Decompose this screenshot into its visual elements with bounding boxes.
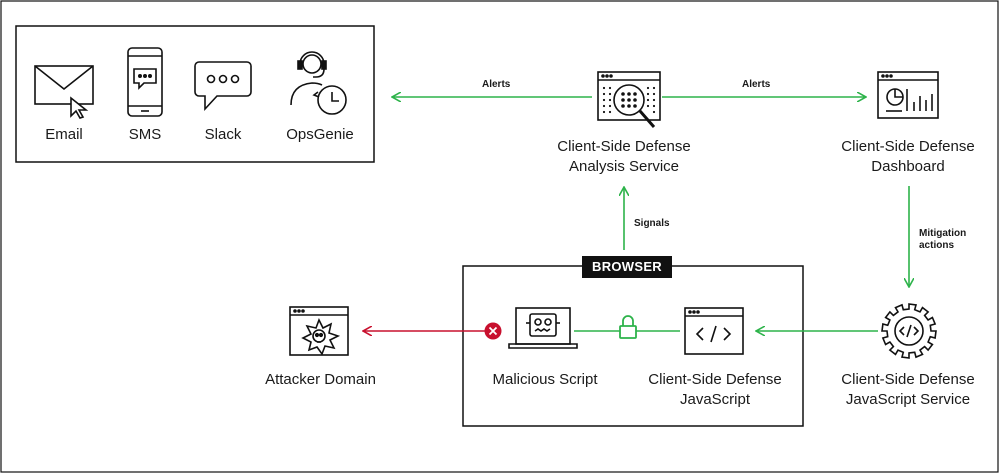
channel-slack-label: Slack [204, 126, 242, 143]
csd-js-service-title: Client-Side Defense JavaScript Service [818, 370, 998, 410]
csd-js-line1: Client-Side Defense [648, 371, 782, 388]
blocked-x-icon [484, 322, 502, 340]
dashboard-chart-icon [877, 71, 939, 119]
channel-email-label: Email [45, 126, 83, 143]
analysis-magnifier-icon [597, 71, 661, 128]
code-gear-icon [881, 303, 937, 359]
alerts-right-label: Alerts [742, 79, 771, 90]
mitigation-label: Mitigation actions [919, 228, 966, 252]
alerts-left-label: Alerts [482, 79, 511, 90]
csd-js-line2: JavaScript [679, 391, 751, 408]
chat-bubble-icon [194, 61, 252, 112]
notification-channels-box [15, 25, 375, 163]
dashboard-line2: Dashboard [871, 158, 945, 175]
attacker-domain-label: Attacker Domain [265, 371, 376, 388]
channel-opsgenie-label: OpsGenie [286, 126, 354, 143]
channel-sms-label: SMS [128, 126, 162, 143]
mitigation-line1: Mitigation [919, 228, 967, 239]
robot-laptop-icon [508, 307, 578, 349]
code-window-icon [684, 307, 744, 355]
csd-javascript-title: Client-Side Defense JavaScript [625, 370, 805, 410]
phone-icon [127, 47, 163, 117]
analysis-service-title: Client-Side Defense Analysis Service [534, 137, 714, 177]
browser-title: BROWSER [582, 256, 672, 278]
lock-icon [619, 315, 637, 339]
envelope-icon [34, 65, 94, 119]
mitigation-line2: actions [919, 240, 955, 251]
signals-label: Signals [634, 218, 670, 229]
dashboard-line1: Client-Side Defense [841, 138, 975, 155]
dashboard-title: Client-Side Defense Dashboard [818, 137, 998, 177]
malicious-script-label: Malicious Script [492, 371, 598, 388]
analysis-line2: Analysis Service [568, 158, 680, 175]
headset-agent-icon [290, 51, 347, 115]
csd-js-service-line2: JavaScript Service [845, 391, 971, 408]
skull-window-icon [289, 306, 349, 356]
analysis-line1: Client-Side Defense [557, 138, 691, 155]
csd-js-service-line1: Client-Side Defense [841, 371, 975, 388]
